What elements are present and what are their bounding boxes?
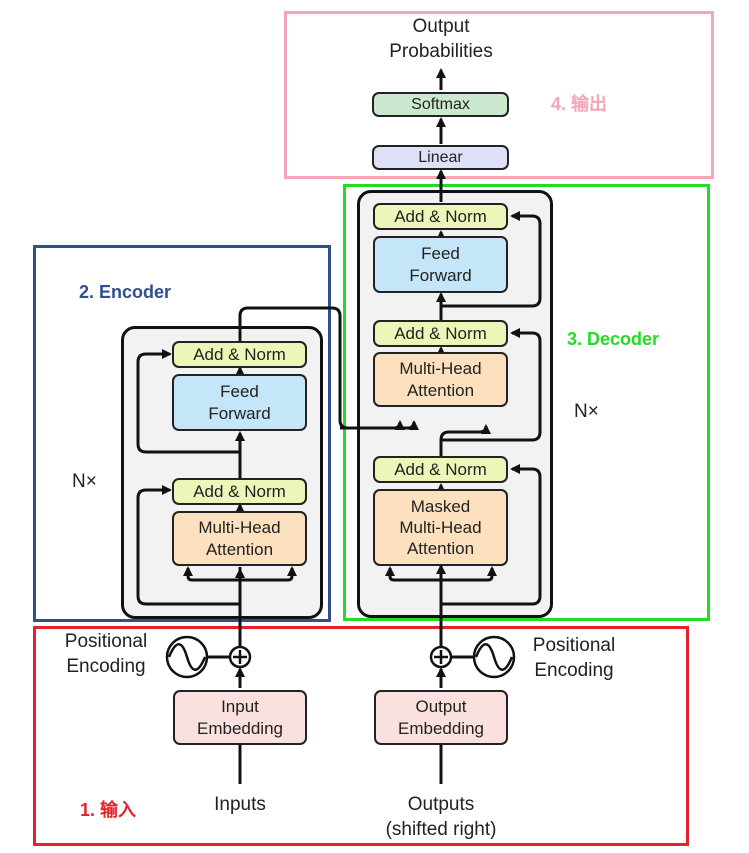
encoder-repeat-label: N× — [72, 471, 97, 492]
encoder-add-norm-top: Add & Norm — [172, 341, 307, 368]
decoder-multi-head-attention: Multi-Head Attention — [373, 352, 508, 407]
decoder-positional-label: Positional Encoding — [532, 635, 616, 681]
decoder-masked-attention: Masked Multi-Head Attention — [373, 489, 508, 566]
decoder-feed-forward: Feed Forward — [373, 236, 508, 293]
encoder-region-frame — [33, 245, 331, 622]
output-region-frame — [284, 11, 714, 179]
decoder-region-label: 3. Decoder — [567, 329, 660, 349]
encoder-positional-sine-icon — [165, 635, 209, 679]
input-embedding: Input Embedding — [173, 690, 307, 745]
encoder-multi-head-attention: Multi-Head Attention — [172, 511, 307, 566]
decoder-add-norm-bottom: Add & Norm — [373, 456, 508, 483]
decoder-add-norm-mid: Add & Norm — [373, 320, 508, 347]
encoder-add-norm-bottom: Add & Norm — [172, 478, 307, 505]
decoder-positional-sine-icon — [472, 635, 516, 679]
encoder-region-label: 2. Encoder — [79, 282, 172, 302]
decoder-repeat-label: N× — [574, 401, 599, 422]
outputs-label: Outputs (shifted right) — [385, 794, 497, 840]
output-embedding: Output Embedding — [374, 690, 508, 745]
encoder-positional-label: Positional Encoding — [64, 631, 148, 677]
input-region-label: 1. 输入 — [80, 800, 137, 820]
inputs-label: Inputs — [214, 794, 266, 815]
output-probabilities-label: Output Probabilities — [389, 16, 493, 62]
encoder-feed-forward: Feed Forward — [172, 374, 307, 431]
input-region-frame — [33, 626, 689, 846]
softmax-layer: Softmax — [372, 92, 509, 117]
decoder-region-frame — [343, 184, 710, 621]
decoder-add-norm-top: Add & Norm — [373, 203, 508, 230]
linear-layer: Linear — [372, 145, 509, 170]
output-region-label: 4. 输出 — [551, 94, 608, 114]
